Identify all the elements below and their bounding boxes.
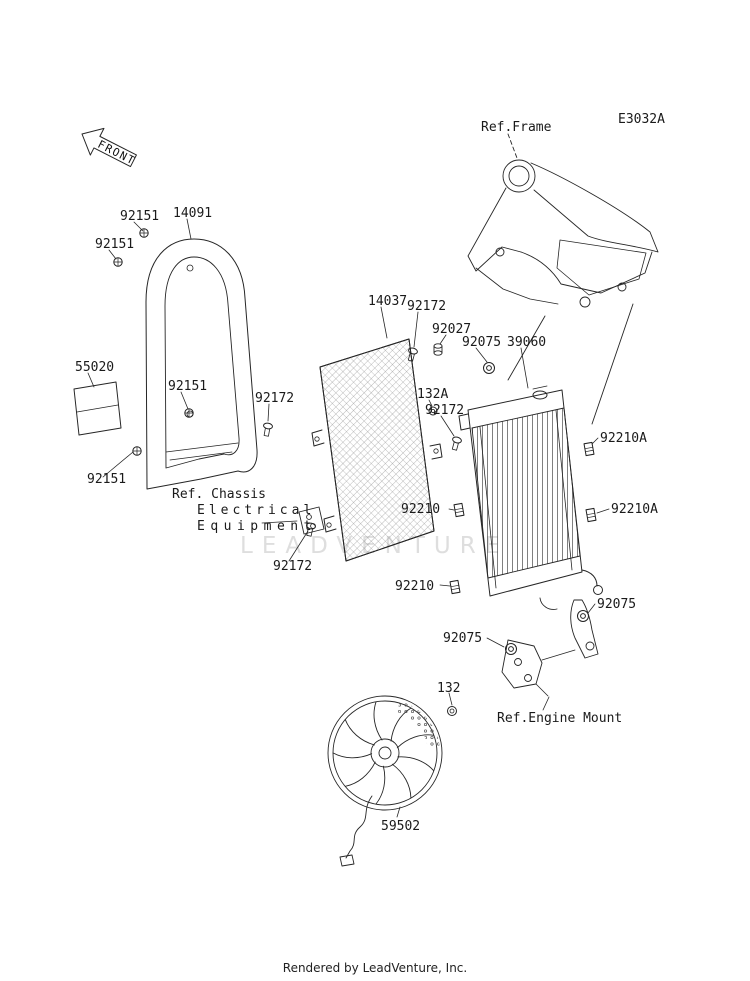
ref-frame-label: Ref.Frame <box>481 120 552 135</box>
collar-92027-icon <box>433 343 443 356</box>
part-label-92027: 92027 <box>432 322 472 337</box>
part-label-92075-3: 92075 <box>443 631 483 646</box>
diagram-code: E3032A <box>618 112 665 127</box>
front-arrow-label: FRONT <box>96 138 138 168</box>
part-label-92172-4: 92172 <box>273 559 313 574</box>
plate-55020 <box>73 381 122 436</box>
part-label-92075-1: 92075 <box>462 335 502 350</box>
grommet-92075-icon <box>483 362 495 374</box>
part-label-92075-2: 92075 <box>597 597 637 612</box>
ref-chassis-line3: Equipment <box>197 519 317 534</box>
ref-engine-mount-label: Ref.Engine Mount <box>497 711 623 726</box>
part-label-59502: 59502 <box>381 819 421 834</box>
screen-14037 <box>311 338 443 562</box>
screw-92151-icon <box>184 408 194 418</box>
clip-92210a-icon <box>583 441 595 457</box>
part-label-132a: 132A <box>417 387 449 402</box>
radiator-39060 <box>458 385 603 610</box>
fan-59502 <box>327 695 443 867</box>
chassis-electrical-connector <box>298 506 325 535</box>
part-label-55020: 55020 <box>75 360 115 375</box>
grommet-92075-icon <box>577 610 589 622</box>
screw-92151-icon <box>113 257 123 267</box>
part-label-92210-2: 92210 <box>395 579 435 594</box>
part-label-92151-2: 92151 <box>95 237 135 252</box>
clip-92210-icon <box>449 579 461 595</box>
washer-132a-icon <box>428 406 438 416</box>
part-label-92172-1: 92172 <box>407 299 447 314</box>
part-label-92172-2: 92172 <box>255 391 295 406</box>
part-label-132: 132 <box>437 681 461 696</box>
clip-92210-icon <box>453 502 465 518</box>
part-label-92210-1: 92210 <box>401 502 441 517</box>
screw-92151-icon <box>139 228 149 238</box>
part-label-92210a-2: 92210A <box>611 502 658 517</box>
bolt-92172-icon <box>449 435 463 452</box>
footer-credit: Rendered by LeadVenture, Inc. <box>282 961 468 975</box>
bolt-92172-icon <box>261 421 274 438</box>
bolt-132-icon <box>447 706 457 716</box>
part-label-92151-3: 92151 <box>168 379 208 394</box>
screw-92151-icon <box>132 446 142 456</box>
part-label-14091: 14091 <box>173 206 213 221</box>
shroud-14091 <box>145 238 258 490</box>
ref-chassis-line1: Ref. Chassis <box>172 487 266 502</box>
part-label-92151-4: 92151 <box>87 472 127 487</box>
leader-lines <box>87 218 610 818</box>
ref-chassis-line2: Electrical <box>197 503 316 518</box>
engine-mount-bracket <box>501 599 599 697</box>
part-label-92172-3: 92172 <box>425 403 465 418</box>
part-label-14037: 14037 <box>368 294 408 309</box>
part-label-92210a-1: 92210A <box>600 431 647 446</box>
clip-92210a-icon <box>585 507 597 523</box>
frame-drawing <box>467 133 659 425</box>
part-label-39060: 39060 <box>507 335 547 350</box>
front-arrow-icon: FRONT <box>81 127 138 168</box>
part-label-92151-1: 92151 <box>120 209 160 224</box>
